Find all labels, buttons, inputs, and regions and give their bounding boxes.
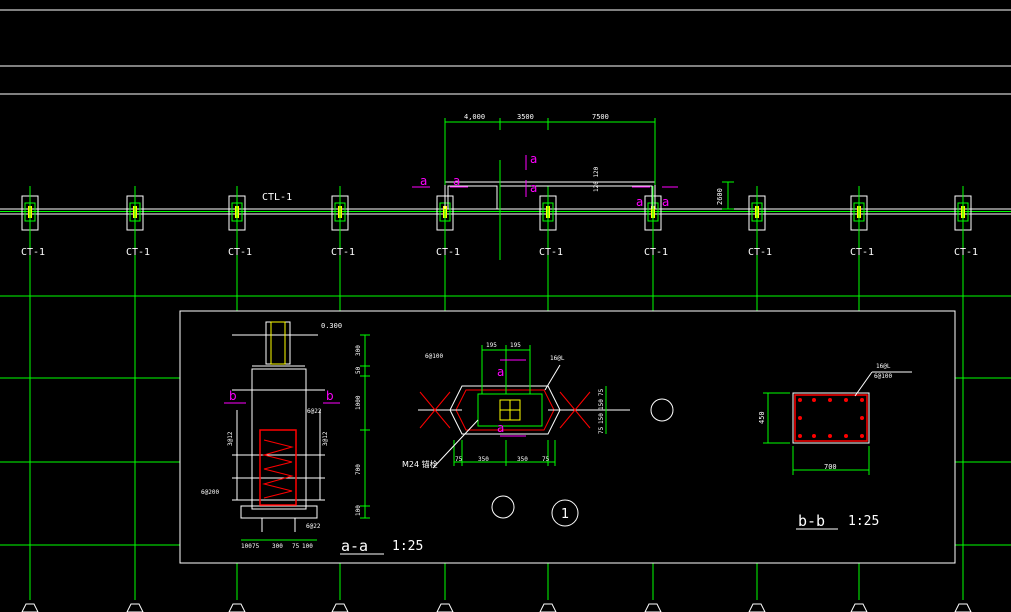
plan-bolt-label: M24 锚栓 (402, 459, 438, 469)
grid-bubble (126, 603, 144, 612)
aa-dim-4: 700 (355, 464, 362, 475)
pile-cap: CT-1 (539, 186, 563, 258)
aa-dim-3: 1000 (355, 395, 362, 410)
plan-detail-callout (551, 499, 579, 527)
bb-dim-left: 450 (758, 411, 766, 424)
cap-label: CT-1 (436, 247, 460, 258)
grid-bubble (228, 603, 246, 612)
section-bb (763, 371, 912, 475)
plan-callout-number: 1 (561, 507, 569, 522)
cap-label: CT-1 (21, 247, 45, 258)
plan-sdim-2: 150 (598, 399, 605, 410)
dim-top-2: 3500 (517, 113, 534, 121)
aa-dim-1: 300 (355, 345, 362, 356)
aa-bar-4: 6@200 (201, 489, 219, 496)
aa-bar-5: 6@22 (306, 523, 321, 530)
aa-elev-label: 0.300 (321, 322, 342, 330)
aa-mark-b2: b (326, 389, 334, 403)
plan-mark-2: a (453, 174, 460, 188)
pile-cap: CT-1 (644, 186, 668, 258)
cap-label: CT-1 (748, 247, 772, 258)
plan-mark-6: a (662, 195, 669, 209)
pile-cap: CT-1 (850, 186, 874, 258)
plan-sdim-1: 75 (598, 388, 605, 396)
pile-cap: CT-1 (21, 186, 45, 258)
cap-label: CT-1 (228, 247, 252, 258)
aa-dim-2: 50 (355, 366, 362, 374)
plan-mark-a2: a (497, 421, 504, 435)
grid-bubble (21, 603, 39, 612)
grid-bubble (539, 603, 557, 612)
beam-label: CTL-1 (262, 192, 292, 203)
plan-tdim-1: 195 (486, 342, 497, 349)
grid-bubble (850, 603, 868, 612)
plan-detail (418, 345, 674, 527)
aa-bdim-4: 75 (292, 543, 300, 550)
section-aa: b b (224, 321, 370, 541)
detail-frame (179, 310, 956, 564)
aa-bar-1: 6@22 (307, 408, 322, 415)
grid-bubble (954, 603, 972, 612)
aa-dim-5: 100 (355, 505, 362, 516)
foundation-beam (0, 208, 1011, 215)
grid-bubble (436, 603, 454, 612)
dim-top-1: 4,000 (464, 113, 485, 121)
grid-lines-vertical (29, 240, 964, 600)
pile-cap: CT-1 (954, 186, 978, 258)
plan-bdim-1: 75 (455, 456, 463, 463)
cap-label: CT-1 (954, 247, 978, 258)
top-dimension-chain (444, 118, 734, 210)
grid-bubble (748, 603, 766, 612)
plan-mark-1: a (420, 174, 427, 188)
cap-label: CT-1 (644, 247, 668, 258)
plan-mark-3: a (530, 152, 537, 166)
aa-scale: 1:25 (392, 539, 423, 554)
pile-cap: CT-1 (228, 186, 252, 258)
aa-bdim-3: 300 (272, 543, 283, 550)
plan-note-top: 6@100 (425, 353, 443, 360)
plan-mark-5: a (636, 195, 643, 209)
dim-top-3: 7500 (592, 113, 609, 121)
grid-bubble (331, 603, 349, 612)
pile-caps: CT-1 CT-1 CT-1 CT-1 CT-1 CT-1 CT-1 CT-1 CT-1 CT-1 (21, 186, 978, 258)
aa-bar-3: 3@12 (322, 431, 329, 446)
cap-label: CT-1 (126, 247, 150, 258)
aa-bdim-5: 100 (302, 543, 313, 550)
aa-title: a-a (341, 537, 368, 555)
plan-tdim-2: 195 (510, 342, 521, 349)
cap-label: CT-1 (331, 247, 355, 258)
bb-note: 16@L (876, 363, 891, 370)
plan-sdim-3: 150 (598, 413, 605, 424)
aa-bar-2: 3@12 (227, 431, 234, 446)
grid-bubble (644, 603, 662, 612)
pile-cap: CT-1 (748, 186, 772, 258)
grid-lines-horizontal (0, 295, 1011, 546)
pile-cap: CT-1 (126, 186, 150, 258)
plan-bdim-3: 350 (517, 456, 528, 463)
aa-bdim-2: 75 (252, 543, 260, 550)
aa-mark-b: b (229, 389, 237, 403)
plan-mark-a: a (497, 365, 504, 379)
pile-cap: CT-1 (331, 186, 355, 258)
aa-bdim-1: 100 (241, 543, 252, 550)
plan-sdim-4: 75 (598, 426, 605, 434)
dim-side: 2600 (716, 188, 724, 205)
cap-label: CT-1 (539, 247, 563, 258)
plan-bdim-4: 75 (542, 456, 550, 463)
dim-side2: 120 120 (593, 166, 600, 192)
plan-mark-4: a (530, 181, 537, 195)
plan-bdim-2: 350 (478, 456, 489, 463)
grid-bubbles-bottom (21, 603, 972, 612)
bb-dim-bottom: 700 (824, 463, 837, 471)
plan-note-right: 16@L (550, 355, 565, 362)
plan-section-marks (412, 155, 678, 197)
bb-title: b-b (798, 512, 825, 530)
cap-label: CT-1 (850, 247, 874, 258)
bb-scale: 1:25 (848, 514, 879, 529)
bb-note2: 6@100 (874, 373, 892, 380)
top-border-lines (0, 9, 1011, 95)
